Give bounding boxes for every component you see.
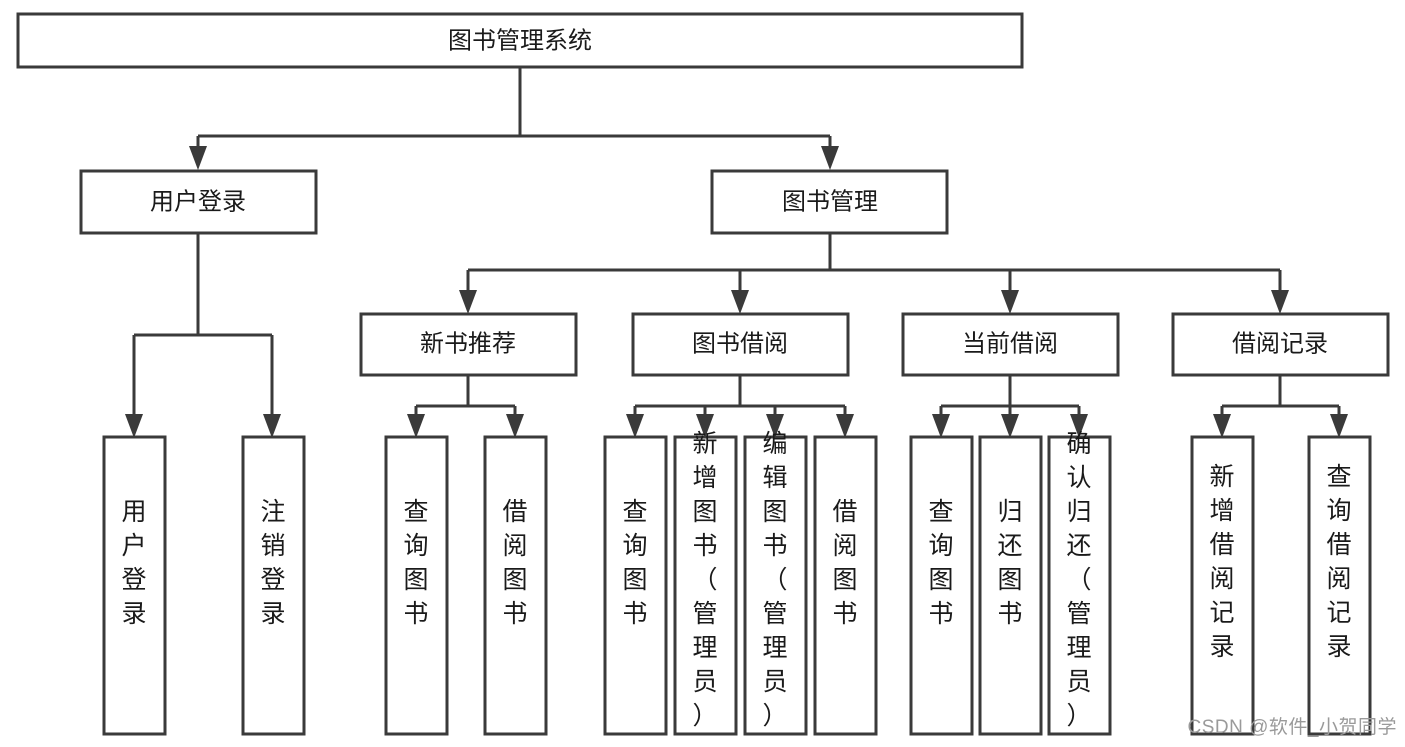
arrow-to-leaf-logout bbox=[263, 414, 281, 438]
node-root[interactable]: 图书管理系统 bbox=[16, 12, 1024, 69]
node-user-login[interactable]: 用户登录 bbox=[79, 169, 318, 235]
node-root-box bbox=[16, 12, 1024, 69]
node-current-borrow[interactable]: 当前借阅 bbox=[901, 312, 1120, 377]
arrow-to-user-login bbox=[189, 146, 207, 170]
leaf-add-book-box bbox=[673, 435, 738, 736]
node-current-borrow-label: 当前借阅 bbox=[962, 330, 1058, 357]
arrow-to-current-borrow bbox=[1001, 290, 1019, 314]
node-new-book-rec-box bbox=[359, 312, 578, 377]
leaf-logout-label: 注销登录 bbox=[260, 498, 285, 628]
leaf-confirm-return-label: 确认归还（管理员） bbox=[1066, 430, 1091, 730]
leaf-borrow-book-b-box bbox=[813, 435, 878, 736]
arrow-to-leaf-query-book-a bbox=[407, 414, 425, 438]
leaf-query-book-c-box bbox=[909, 435, 974, 736]
leaf-query-book-c-label: 查询图书 bbox=[928, 498, 953, 628]
leaf-user-login-box bbox=[102, 435, 167, 736]
leaf-query-book-c[interactable]: 查询图书 bbox=[909, 435, 974, 736]
arrow-to-leaf-return-book bbox=[1001, 414, 1019, 438]
arrow-to-new-book-rec bbox=[459, 290, 477, 314]
arrow-to-leaf-query-record bbox=[1330, 414, 1348, 438]
leaf-add-record[interactable]: 新增借阅记录 bbox=[1190, 435, 1255, 736]
leaf-logout-box bbox=[241, 435, 306, 736]
arrow-to-book-borrow bbox=[731, 290, 749, 314]
arrow-to-leaf-query-book-c bbox=[932, 414, 950, 438]
leaf-edit-book-box bbox=[743, 435, 808, 736]
leaf-query-record-box bbox=[1307, 435, 1372, 736]
leaf-query-record-label: 查询借阅记录 bbox=[1326, 463, 1351, 661]
node-new-book-rec[interactable]: 新书推荐 bbox=[359, 312, 578, 377]
leaf-user-login-label: 用户登录 bbox=[121, 498, 146, 628]
leaf-return-book-label: 归还图书 bbox=[997, 498, 1022, 628]
leaf-logout[interactable]: 注销登录 bbox=[241, 435, 306, 736]
leaf-query-book-a[interactable]: 查询图书 bbox=[384, 435, 449, 736]
node-root-label: 图书管理系统 bbox=[448, 27, 592, 54]
node-borrow-record-label: 借阅记录 bbox=[1232, 330, 1328, 357]
leaf-query-book-b-label: 查询图书 bbox=[622, 498, 647, 628]
node-current-borrow-box bbox=[901, 312, 1120, 377]
leaf-borrow-book-b[interactable]: 借阅图书 bbox=[813, 435, 878, 736]
leaf-query-book-a-label: 查询图书 bbox=[403, 498, 428, 628]
leaf-query-book-b-box bbox=[603, 435, 668, 736]
leaf-add-record-label: 新增借阅记录 bbox=[1209, 463, 1234, 661]
node-book-borrow[interactable]: 图书借阅 bbox=[631, 312, 850, 377]
leaf-query-book-b[interactable]: 查询图书 bbox=[603, 435, 668, 736]
leaf-borrow-book-a-label: 借阅图书 bbox=[502, 498, 527, 628]
arrow-to-leaf-add-record bbox=[1213, 414, 1231, 438]
node-borrow-record-box bbox=[1171, 312, 1390, 377]
arrow-to-leaf-borrow-book-a bbox=[506, 414, 524, 438]
leaf-return-book-box bbox=[978, 435, 1043, 736]
leaf-borrow-book-a-box bbox=[483, 435, 548, 736]
leaf-edit-book[interactable]: 编辑图书（管理员） bbox=[743, 430, 808, 736]
leaf-add-record-box bbox=[1190, 435, 1255, 736]
arrow-to-borrow-record bbox=[1271, 290, 1289, 314]
leaf-query-book-a-box bbox=[384, 435, 449, 736]
leaf-confirm-return-box bbox=[1047, 435, 1112, 736]
arrow-to-leaf-query-book-b bbox=[626, 414, 644, 438]
node-user-login-label: 用户登录 bbox=[150, 188, 246, 215]
leaf-return-book[interactable]: 归还图书 bbox=[978, 435, 1043, 736]
leaf-confirm-return[interactable]: 确认归还（管理员） bbox=[1047, 430, 1112, 736]
leaf-add-book[interactable]: 新增图书（管理员） bbox=[673, 430, 738, 736]
leaf-user-login[interactable]: 用户登录 bbox=[102, 435, 167, 736]
node-book-manage-box bbox=[710, 169, 949, 235]
leaf-edit-book-label: 编辑图书（管理员） bbox=[762, 430, 787, 730]
leaf-add-book-label: 新增图书（管理员） bbox=[692, 430, 717, 730]
arrow-to-book-manage bbox=[821, 146, 839, 170]
arrow-to-leaf-borrow-book-b bbox=[836, 414, 854, 438]
node-book-manage-label: 图书管理 bbox=[782, 188, 878, 215]
node-book-borrow-box bbox=[631, 312, 850, 377]
node-new-book-rec-label: 新书推荐 bbox=[420, 330, 516, 357]
leaf-borrow-book-b-label: 借阅图书 bbox=[832, 498, 857, 628]
node-book-manage[interactable]: 图书管理 bbox=[710, 169, 949, 235]
node-book-borrow-label: 图书借阅 bbox=[692, 330, 788, 357]
leaf-query-record[interactable]: 查询借阅记录 bbox=[1307, 435, 1372, 736]
node-borrow-record[interactable]: 借阅记录 bbox=[1171, 312, 1390, 377]
leaf-borrow-book-a[interactable]: 借阅图书 bbox=[483, 435, 548, 736]
arrow-to-leaf-user-login bbox=[125, 414, 143, 438]
